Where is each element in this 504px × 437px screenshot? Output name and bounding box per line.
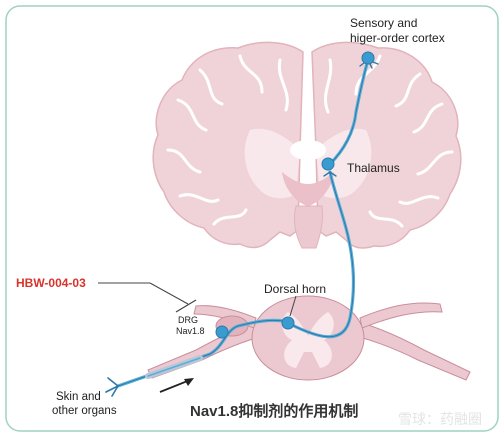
diagram-caption: Nav1.8抑制剂的作用机制	[190, 402, 358, 420]
drug-label: HBW-004-03	[16, 276, 86, 290]
drug-pointer-diagonal	[149, 282, 189, 305]
drg-neuron	[215, 325, 229, 339]
thalamus-neuron	[321, 157, 335, 171]
diagram-frame	[5, 5, 499, 432]
skin-label-line1: Skin and	[56, 391, 101, 403]
neuron-pathway	[105, 58, 379, 397]
spinal-nerve-right-upper	[359, 302, 443, 329]
cortex-neuron	[361, 51, 375, 65]
brain-ventricle	[290, 140, 326, 160]
spinal-nerve-right	[355, 321, 471, 381]
drg-label-line2: Nav1.8	[176, 326, 205, 336]
drg-block-marker	[175, 299, 197, 313]
thalamus-label: Thalamus	[347, 161, 400, 175]
drg-label-line1: DRG	[178, 315, 198, 325]
cortex-label-line2: higer-order cortex	[350, 31, 445, 45]
dorsal-horn-pointer	[289, 295, 297, 317]
dorsal-horn-label: Dorsal horn	[264, 282, 326, 296]
dorsal-horn-neuron	[281, 316, 295, 330]
free-nerve-ending	[105, 377, 119, 397]
brainstem	[293, 205, 323, 249]
spinal-cord-section	[147, 295, 471, 381]
skin-label-line2: other organs	[52, 405, 117, 417]
brain-gyri	[166, 54, 454, 228]
signal-direction-arrow	[159, 378, 194, 393]
brain-basal-nuclei	[282, 172, 334, 206]
cortex-label-line1: Sensory and	[350, 16, 417, 30]
brain-coronal-section	[152, 41, 462, 249]
watermark-text: 雪球：药融圈	[398, 411, 482, 427]
